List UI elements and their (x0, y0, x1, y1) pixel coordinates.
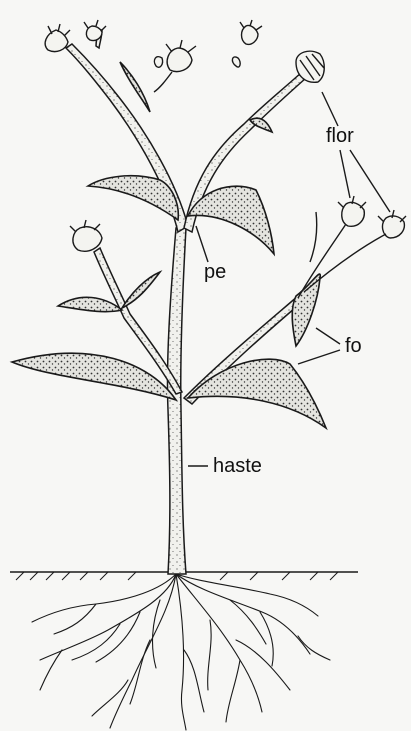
leaf-middle-left (58, 297, 122, 311)
flower-right-branch-1 (338, 196, 366, 226)
label-pe: pe (204, 262, 226, 282)
roots (32, 574, 330, 730)
leaf-lower-right (188, 359, 326, 428)
flower-top-left-2 (84, 20, 106, 41)
right-branch-stems (298, 212, 386, 298)
label-fo: fo (345, 336, 362, 356)
leaf-middle-right (122, 272, 160, 308)
flower-bud-top-center (232, 57, 240, 67)
flower-middle-left (70, 220, 102, 251)
fo-leader (316, 328, 340, 344)
flor-leader (322, 92, 338, 126)
flower-bud-middle (154, 57, 162, 68)
pe-leader (196, 226, 208, 262)
flor-leader-2 (340, 150, 350, 198)
flower-right-branch-2 (378, 210, 406, 238)
flower-top-center (240, 20, 262, 44)
label-flor: flor (326, 126, 354, 146)
label-haste: haste (213, 456, 262, 476)
leaf-lower-left (12, 353, 176, 400)
branches (66, 30, 306, 404)
leaf-upper-left (88, 176, 178, 220)
fo-leader-2 (298, 350, 340, 364)
